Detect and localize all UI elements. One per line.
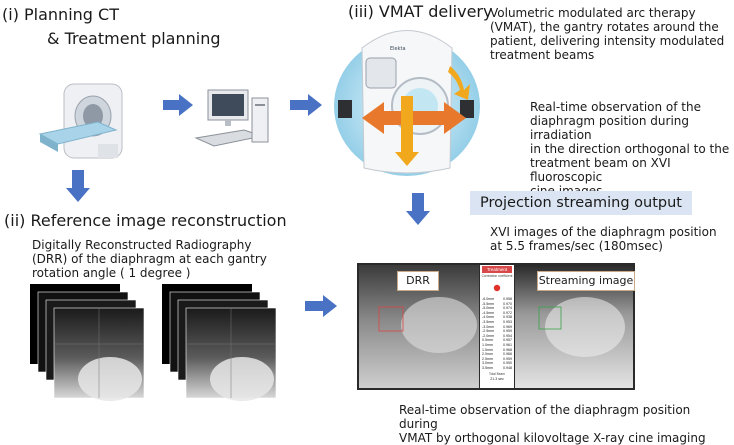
realtime-desc-line: treatment beam on XVI fluoroscopic <box>530 156 671 184</box>
correlation-table: Treatment Correlation coefficient -6.0mm… <box>480 265 514 388</box>
table-row: 2.5mm 0.959 <box>480 357 514 362</box>
table-row: -5.5mm 0.970 <box>480 302 514 307</box>
correlation-cell: 0.958 <box>503 297 512 301</box>
offset-cell: 3.0mm <box>482 361 493 366</box>
offset-cell: -4.0mm <box>482 315 495 320</box>
table-row: -6.0mm 0.958 <box>480 297 514 302</box>
offset-cell: -6.0mm <box>482 297 495 301</box>
drr-image-label: DRR <box>397 271 439 291</box>
xvi-description: XVI images of the diaphragm position at … <box>490 225 730 253</box>
drr-description: Digitally Reconstructed Radiography (DRR… <box>32 238 312 280</box>
correlation-cell: 0.959 <box>503 329 512 334</box>
vmat-desc-line: (VMAT), the gantry rotates around the <box>490 20 719 34</box>
correlation-cell: 0.974 <box>503 306 512 311</box>
vmat-delivery-heading: (iii) VMAT delivery <box>348 2 493 21</box>
total-beam-unit: sec <box>498 376 504 381</box>
correlation-cell: 0.969 <box>503 324 512 329</box>
table-row: 2.0mm 0.966 <box>480 352 514 357</box>
arrow-right-icon <box>290 94 322 116</box>
rotation-arrow-icon <box>448 66 470 100</box>
ct-scanner-icon <box>38 83 123 159</box>
bottom-caption-line: Real-time observation of the diaphragm p… <box>399 403 691 431</box>
table-row: 3.0mm 0.950 <box>480 361 514 366</box>
offset-cell: 1.0mm <box>482 342 493 347</box>
total-beam-label: Total Beam <box>489 371 505 376</box>
offset-cell: -3.5mm <box>482 319 495 324</box>
offset-cell: -5.5mm <box>482 301 495 306</box>
table-row: -5.0mm 0.974 <box>480 306 514 311</box>
workstation-icon <box>194 89 269 147</box>
bottom-caption: Real-time observation of the diaphragm p… <box>399 403 729 445</box>
projection-streaming-label: Projection streaming output <box>470 191 692 215</box>
total-beam-value: 21.3 <box>490 376 498 381</box>
xvi-desc-line: at 5.5 frames/sec (180msec) <box>490 239 663 253</box>
correlation-cell: 0.948 <box>503 365 512 370</box>
vmat-desc-line: patient, delivering intensity modulated <box>490 34 725 48</box>
drr-desc-line: Digitally Reconstructed Radiography <box>32 238 252 252</box>
offset-cell: -2.5mm <box>482 329 495 334</box>
bottom-caption-line: VMAT by orthogonal kilovoltage X-ray cin… <box>399 431 706 445</box>
planning-ct-heading: (i) Planning CT <box>2 5 119 24</box>
offset-cell: 1.5mm <box>482 347 493 352</box>
table-row: -2.0mm 0.954 <box>480 334 514 339</box>
drr-result-image <box>359 265 479 388</box>
table-row: -4.5mm 0.972 <box>480 311 514 316</box>
correlation-cell: 0.970 <box>503 301 512 306</box>
correlation-header: Correlation coefficient <box>481 274 513 278</box>
streaming-image-label: Streaming image <box>537 271 635 291</box>
linac-brand-text: Elekta <box>390 46 406 52</box>
vmat-desc-line: treatment beams <box>490 48 595 62</box>
correlation-cell: 0.966 <box>503 352 512 357</box>
table-row: 1.5mm 0.968 <box>480 348 514 353</box>
arrow-down-icon <box>406 193 430 225</box>
reference-image-heading: (ii) Reference image reconstruction <box>4 211 287 230</box>
correlation-cell: 0.938 <box>503 315 512 320</box>
table-row: -3.0mm 0.969 <box>480 325 514 330</box>
table-row: -4.0mm 0.938 <box>480 315 514 320</box>
offset-cell: 3.5mm <box>482 365 493 370</box>
offset-cell: 2.0mm <box>482 352 493 357</box>
status-indicator-icon <box>493 284 501 292</box>
offset-cell: -5.0mm <box>482 306 495 311</box>
realtime-description: Real-time observation of the diaphragm p… <box>530 100 730 198</box>
linac-icon: Elekta <box>334 30 480 176</box>
drr-desc-line: rotation angle ( 1 degree ) <box>32 266 191 280</box>
treatment-planning-heading: & Treatment planning <box>47 29 221 48</box>
correlation-cell: 0.950 <box>503 361 512 366</box>
offset-cell: 0.5mm <box>482 338 493 343</box>
table-row: 1.0mm 0.961 <box>480 343 514 348</box>
correlation-cell: 0.957 <box>503 338 512 343</box>
xvi-desc-line: XVI images of the diaphragm position <box>490 225 717 239</box>
correlation-cell: 0.959 <box>503 356 512 361</box>
offset-cell: -2.0mm <box>482 333 495 338</box>
correlation-cell: 0.968 <box>503 347 512 352</box>
vmat-description: Volumetric modulated arc therapy (VMAT),… <box>490 6 730 62</box>
correlation-cell: 0.953 <box>503 319 512 324</box>
correlation-cell: 0.961 <box>503 342 512 347</box>
realtime-desc-line: diaphragm position during irradiation <box>530 114 689 142</box>
table-row: 0.5mm 0.957 <box>480 338 514 343</box>
table-row: -2.5mm 0.959 <box>480 329 514 334</box>
drr-desc-line: (DRR) of the diaphragm at each gantry <box>32 252 267 266</box>
realtime-desc-line: in the direction orthogonal to the <box>530 142 730 156</box>
arrow-right-icon <box>163 94 193 116</box>
offset-cell: -3.0mm <box>482 324 495 329</box>
drr-stack-icon <box>30 284 277 401</box>
vmat-desc-line: Volumetric modulated arc therapy <box>490 6 696 20</box>
offset-cell: 2.5mm <box>482 356 493 361</box>
correlation-cell: 0.954 <box>503 333 512 338</box>
table-row: -3.5mm 0.953 <box>480 320 514 325</box>
realtime-desc-line: Real-time observation of the <box>530 100 701 114</box>
correlation-cell: 0.972 <box>503 310 512 315</box>
table-row: 3.5mm 0.948 <box>480 366 514 371</box>
arrow-down-icon <box>66 170 90 202</box>
arrow-right-icon <box>305 295 337 317</box>
treatment-header: Treatment <box>482 266 512 273</box>
offset-cell: -4.5mm <box>482 310 495 315</box>
